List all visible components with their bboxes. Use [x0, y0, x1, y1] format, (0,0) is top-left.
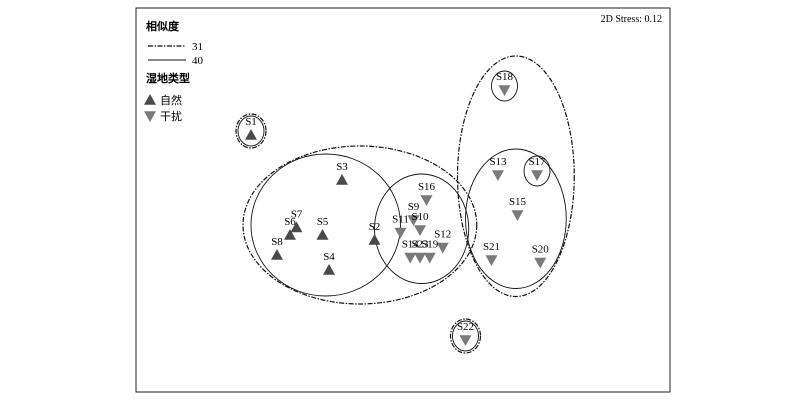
point-s16-marker: [420, 195, 433, 206]
point-s8-marker: [271, 249, 283, 260]
group-ellipse-40-9: [491, 70, 518, 102]
point-s3-label: S3: [336, 161, 348, 173]
point-s14-marker: [404, 252, 417, 264]
group-ellipse-40-5: [250, 153, 401, 297]
point-s11-marker: [394, 227, 407, 239]
group-ellipse-40-10: [452, 320, 479, 352]
point-s19-marker: [423, 252, 436, 264]
legend-similarity-31: 31: [192, 41, 203, 53]
point-s15-label: S15: [509, 196, 527, 208]
point-s20-label: S20: [532, 244, 550, 256]
point-s1-label: S1: [245, 116, 257, 128]
point-s22-label: S22: [457, 321, 474, 333]
legend-disturbed-label: 干扰: [160, 109, 182, 123]
point-s6-label: S6: [284, 216, 296, 228]
plot-frame: [135, 7, 671, 393]
point-s2-marker: [368, 234, 381, 245]
point-s18-label: S18: [496, 71, 514, 83]
point-s9-label: S9: [408, 201, 420, 213]
sample-points: S1S2S3S4S5S6S7S8S9S10S11S12S13S14S15S16S…: [245, 71, 549, 346]
legend-natural-marker: [144, 94, 156, 105]
point-s23-marker: [414, 252, 426, 264]
point-s10-marker: [414, 225, 426, 236]
point-s23-label: S23: [411, 239, 429, 251]
point-s10-label: S10: [411, 211, 429, 223]
point-s3-marker: [336, 174, 348, 185]
point-s19-label: S19: [421, 239, 439, 251]
point-s6-marker: [284, 229, 296, 240]
group-ellipse-31-2: [456, 55, 575, 298]
point-s12-label: S12: [434, 229, 451, 241]
point-s4-marker: [323, 264, 335, 275]
legend-similarity-40: 40: [192, 55, 204, 67]
point-s2-label: S2: [369, 221, 381, 233]
legend-disturbed-marker: [144, 111, 156, 122]
point-s1-marker: [245, 129, 257, 140]
group-ellipse-31-0: [235, 113, 267, 149]
point-s20-marker: [534, 257, 547, 269]
point-s17-marker: [531, 170, 543, 181]
point-s15-marker: [511, 210, 524, 221]
group-ellipse-40-8: [523, 155, 551, 187]
point-s17-label: S17: [528, 156, 546, 168]
legend: 相似度 31 40 湿地类型 自然 干扰: [144, 19, 204, 123]
legend-natural-label: 自然: [160, 93, 182, 107]
point-s18-marker: [498, 85, 511, 96]
point-s5-marker: [316, 229, 329, 240]
point-s4-label: S4: [323, 251, 335, 263]
group-ellipse-31-3: [449, 318, 482, 354]
point-s22-marker: [459, 335, 472, 346]
point-s13-marker: [492, 170, 504, 181]
point-s21-label: S21: [483, 241, 500, 253]
point-s12-marker: [436, 242, 449, 254]
point-s16-label: S16: [418, 181, 436, 193]
stress-label: 2D Stress: 0.12: [601, 14, 662, 25]
group-ellipse-40-6: [374, 173, 470, 284]
similarity-groups: [235, 55, 575, 354]
legend-type-title: 湿地类型: [146, 71, 190, 85]
point-s13-label: S13: [489, 156, 507, 168]
point-s9-marker: [407, 215, 420, 226]
point-s21-marker: [485, 255, 498, 266]
group-ellipse-31-1: [242, 145, 478, 305]
point-s8-label: S8: [271, 236, 283, 248]
group-ellipse-40-4: [237, 115, 265, 147]
point-s5-label: S5: [317, 216, 329, 228]
point-s7-marker: [290, 221, 303, 233]
group-ellipse-40-7: [465, 148, 567, 289]
point-s7-label: S7: [291, 209, 303, 221]
point-s14-label: S14: [402, 239, 420, 251]
legend-similarity-title: 相似度: [146, 19, 180, 33]
point-s11-label: S11: [392, 214, 409, 226]
